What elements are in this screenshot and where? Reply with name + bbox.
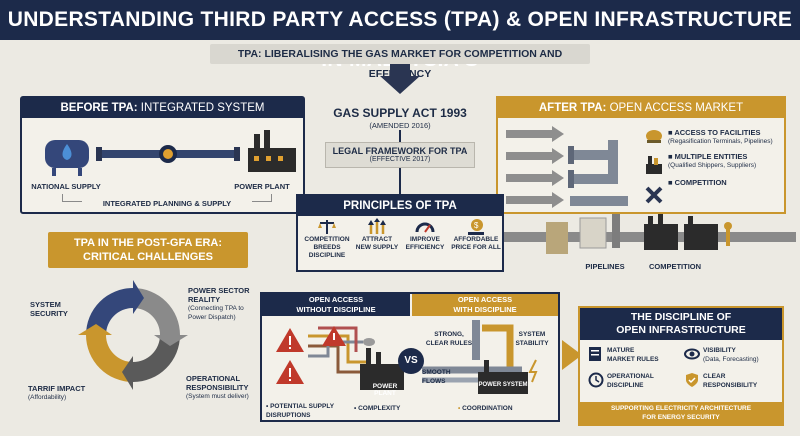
smooth-flows-label: SMOOTH FLOWS xyxy=(422,369,451,385)
disruptions-label: • POTENTIAL SUPPLY DISRUPTIONS xyxy=(266,403,335,419)
integrated-system-illustration xyxy=(45,130,296,176)
before-tpa-panel: BEFORE TPA: INTEGRATED SYSTEM NATIONAL S… xyxy=(20,96,305,214)
challenges-cycle-diagram xyxy=(78,280,188,390)
challenges-heading: TPA IN THE POST-GFA ERA: CRITICAL CHALLE… xyxy=(48,232,248,268)
subtitle-banner: TPA: LIBERALISING THE GAS MARKET FOR COM… xyxy=(210,44,590,80)
down-arrow-icon xyxy=(380,64,420,94)
rulebook-icon xyxy=(589,347,601,361)
coin-hand-icon: $ xyxy=(468,219,484,235)
open-access-arrows xyxy=(506,126,628,208)
vs-badge: VS xyxy=(398,348,424,374)
discipline-items: MATURE MARKET RULES VISIBILITY(Data, For… xyxy=(588,346,780,398)
page-title: UNDERSTANDING THIRD PARTY ACCESS (TPA) &… xyxy=(0,0,800,71)
system-stability-label: SYSTEM STABILITY xyxy=(515,331,549,347)
power-plant-tag: POWER PLANT xyxy=(372,383,398,397)
pipelines-label: PIPELINES xyxy=(585,262,625,271)
strong-rules-label: STRONG, CLEAR RULES xyxy=(425,331,473,347)
coordination-label: • COORDINATION xyxy=(458,405,513,412)
after-tpa-heading: AFTER TPA: OPEN ACCESS MARKET xyxy=(498,98,784,118)
tariff-impact-label: TARRIF IMPACT(Affordability) xyxy=(28,384,86,401)
power-plant-label: POWER PLANT xyxy=(234,182,290,191)
competition-label: COMPETITION xyxy=(648,262,702,271)
shield-check-icon xyxy=(686,373,698,387)
national-supply-label: NATIONAL SUPPLY xyxy=(31,182,101,191)
gauge-icon xyxy=(415,222,435,233)
after-tpa-panel: AFTER TPA: OPEN ACCESS MARKET ■ ACCESS T… xyxy=(496,96,786,214)
principles-heading: PRINCIPLES OF TPA xyxy=(298,196,502,216)
legal-framework-box: LEGAL FRAMEWORK FOR TPA (EFFECTIVE 2017) xyxy=(325,142,475,168)
system-security-label: SYSTEM SECURITY xyxy=(30,300,68,318)
right-arrow-icon xyxy=(562,340,582,370)
integrated-planning-label: INTEGRATED PLANNING & SUPPLY xyxy=(82,199,252,208)
after-icons xyxy=(644,126,664,206)
eye-icon xyxy=(684,348,700,360)
chaotic-flows-illustration xyxy=(276,326,404,390)
after-bullet-list: ■ ACCESS TO FACILITIES(Regasification Te… xyxy=(668,128,773,187)
balance-scale-icon xyxy=(318,220,336,234)
before-tpa-heading: BEFORE TPA: INTEGRATED SYSTEM xyxy=(22,98,303,118)
orderly-flows-illustration xyxy=(422,320,538,394)
power-system-tag: POWER SYSTEM xyxy=(478,382,528,388)
power-reality-label: POWER SECTOR REALITY(Connecting TPA to P… xyxy=(188,286,250,321)
operational-responsibility-label: OPERATIONAL RESPONSIBILITY(System must d… xyxy=(186,374,249,400)
gas-supply-act: GAS SUPPLY ACT 1993 (AMENDED 2016) xyxy=(333,106,467,130)
arrows-up-icon xyxy=(368,218,386,234)
clock-icon xyxy=(588,372,604,388)
complexity-label: • COMPLEXITY xyxy=(354,405,401,412)
discipline-footer: SUPPORTING ELECTRICITY ARCHITECTURE FOR … xyxy=(580,402,782,424)
svg-text:$: $ xyxy=(474,221,479,230)
pipelines-illustration xyxy=(476,214,796,254)
